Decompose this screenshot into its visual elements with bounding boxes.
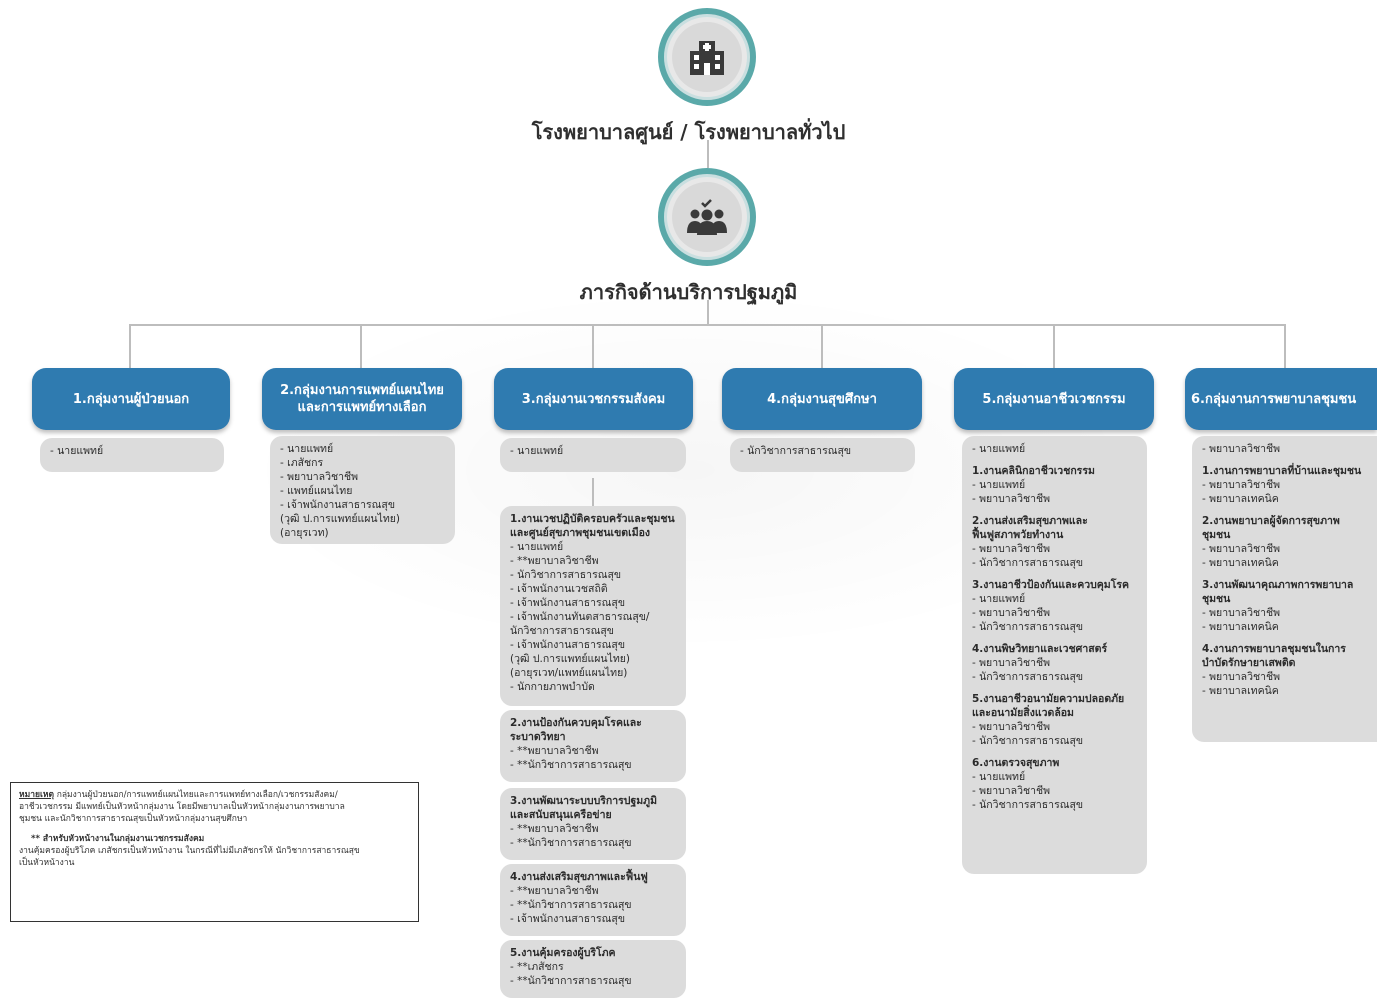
people-group-icon [687,199,727,235]
group-3-sub-3: 3.งานพัฒนาระบบบริการปฐมภูมิ และสนับสนุนเ… [500,788,686,860]
connector-g5 [1053,324,1055,368]
hospital-icon [690,41,724,75]
connector-g1 [129,324,131,368]
group-3-staff: - นายแพทย์ [500,438,686,472]
connector-mission [707,300,709,325]
connector-g3-sub [592,478,594,506]
group-6-staff: - พยาบาลวิชาชีพ 1.งานการพยาบาลที่บ้านและ… [1192,436,1377,742]
group-header-3: 3.กลุ่มงานเวชกรรมสังคม [494,368,693,430]
group-header-2: 2.กลุ่มงานการแพทย์แผนไทยและการแพทย์ทางเล… [262,368,462,430]
note-label: หมายเหตุ [19,790,54,800]
mission-title: ภารกิจด้านบริการปฐมภูมิ [579,280,798,304]
group-header-6: 6.กลุ่มงานการพยาบาลชุมชน [1185,368,1377,430]
hospital-node [658,8,756,106]
group-header-4: 4.กลุ่มงานสุขศึกษา [722,368,922,430]
group-2-staff: - นายแพทย์ - เภสัชกร - พยาบาลวิชาชีพ - แ… [270,436,455,544]
connector-g4 [821,324,823,368]
mission-node [658,168,756,266]
group-3-sub-1: 1.งานเวชปฏิบัติครอบครัวและชุมชน และศูนย์… [500,506,686,706]
top-node-title: โรงพยาบาลศูนย์ / โรงพยาบาลทั่วไป [531,120,846,144]
group-3-sub-2: 2.งานป้องกันควบคุมโรคและ ระบาดวิทยา - **… [500,710,686,782]
group-3-sub-5: 5.งานคุ้มครองผู้บริโภค - **เภสัชกร - **น… [500,940,686,998]
connector-g6 [1284,324,1286,368]
group-3-sub-4: 4.งานส่งเสริมสุขภาพและฟื้นฟู - **พยาบาลว… [500,864,686,936]
group-header-5: 5.กลุ่มงานอาชีวเวชกรรม [954,368,1154,430]
connector-g3 [592,324,594,368]
group-5-staff: - นายแพทย์ 1.งานคลินิกอาชีวเวชกรรม - นาย… [962,436,1147,874]
connector-top [707,140,709,168]
connector-g2 [360,324,362,368]
group-header-1: 1.กลุ่มงานผู้ป่วยนอก [32,368,230,430]
group-4-staff: - นักวิชาการสาธารณสุข [730,438,915,472]
note-box: หมายเหตุ กลุ่มงานผู้ป่วยนอก/การแพทย์แผนไ… [10,782,419,922]
connector-horizontal [129,324,1284,326]
group-1-staff: - นายแพทย์ [40,438,224,472]
